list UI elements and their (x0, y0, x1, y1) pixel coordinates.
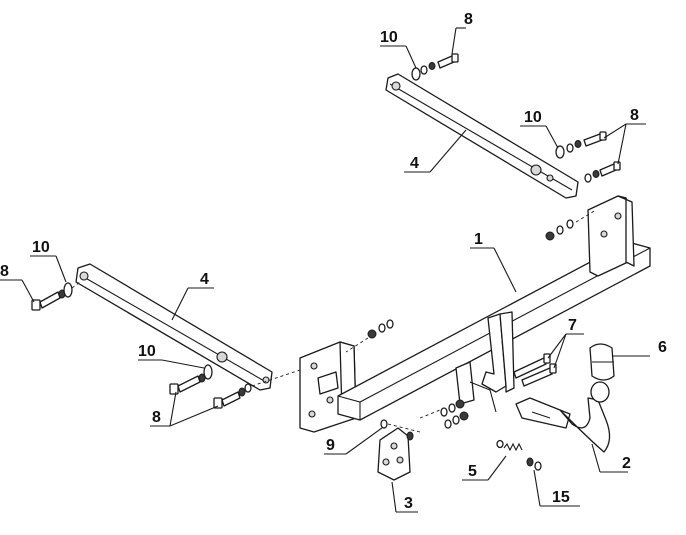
label-side-arm-right: 4 (410, 155, 419, 172)
label-spring-clip: 5 (468, 463, 477, 480)
label-bolt-top-right: 8 (630, 107, 639, 124)
side-arm-left (75, 263, 273, 391)
label-washer-left-upper: 10 (32, 239, 50, 256)
nuts-center-lower (419, 399, 469, 429)
label-bolt-left-lower: 8 (152, 409, 161, 426)
part-labels: 10 8 10 8 4 1 4 10 8 10 8 7 6 2 9 3 5 15 (0, 11, 667, 512)
label-bracket-plate: 3 (404, 495, 413, 512)
fasteners-left-lower (169, 364, 301, 409)
ball-cover (589, 343, 615, 381)
main-beam (299, 195, 651, 433)
nuts-right (545, 209, 597, 241)
label-nut-clip: 15 (552, 489, 570, 506)
fasteners-top (411, 53, 459, 81)
ball-bolts (513, 353, 557, 387)
label-screw-plate: 9 (326, 437, 335, 454)
label-washer-left-lower: 10 (138, 343, 156, 360)
leader-lines (0, 27, 650, 513)
fasteners-top-right (555, 131, 621, 183)
side-arm-right (385, 73, 579, 199)
nuts-center (345, 319, 394, 353)
tow-ball (515, 381, 611, 453)
label-bolt-top-left: 8 (464, 11, 473, 28)
label-tow-ball: 2 (622, 455, 631, 472)
fasteners-left (31, 281, 81, 311)
label-bolt-left: 8 (0, 263, 9, 280)
screw-plate (380, 419, 421, 433)
spring-clip (496, 439, 523, 452)
label-main-beam: 1 (474, 231, 483, 248)
label-side-arm-left: 4 (200, 271, 209, 288)
label-washer-top-left: 10 (380, 29, 398, 46)
label-ball-cover: 6 (658, 339, 667, 356)
label-bolts-ball: 7 (568, 317, 577, 334)
bracket-plate (377, 427, 414, 481)
label-washer-top-right: 10 (524, 109, 542, 126)
nut-clip (526, 457, 542, 471)
